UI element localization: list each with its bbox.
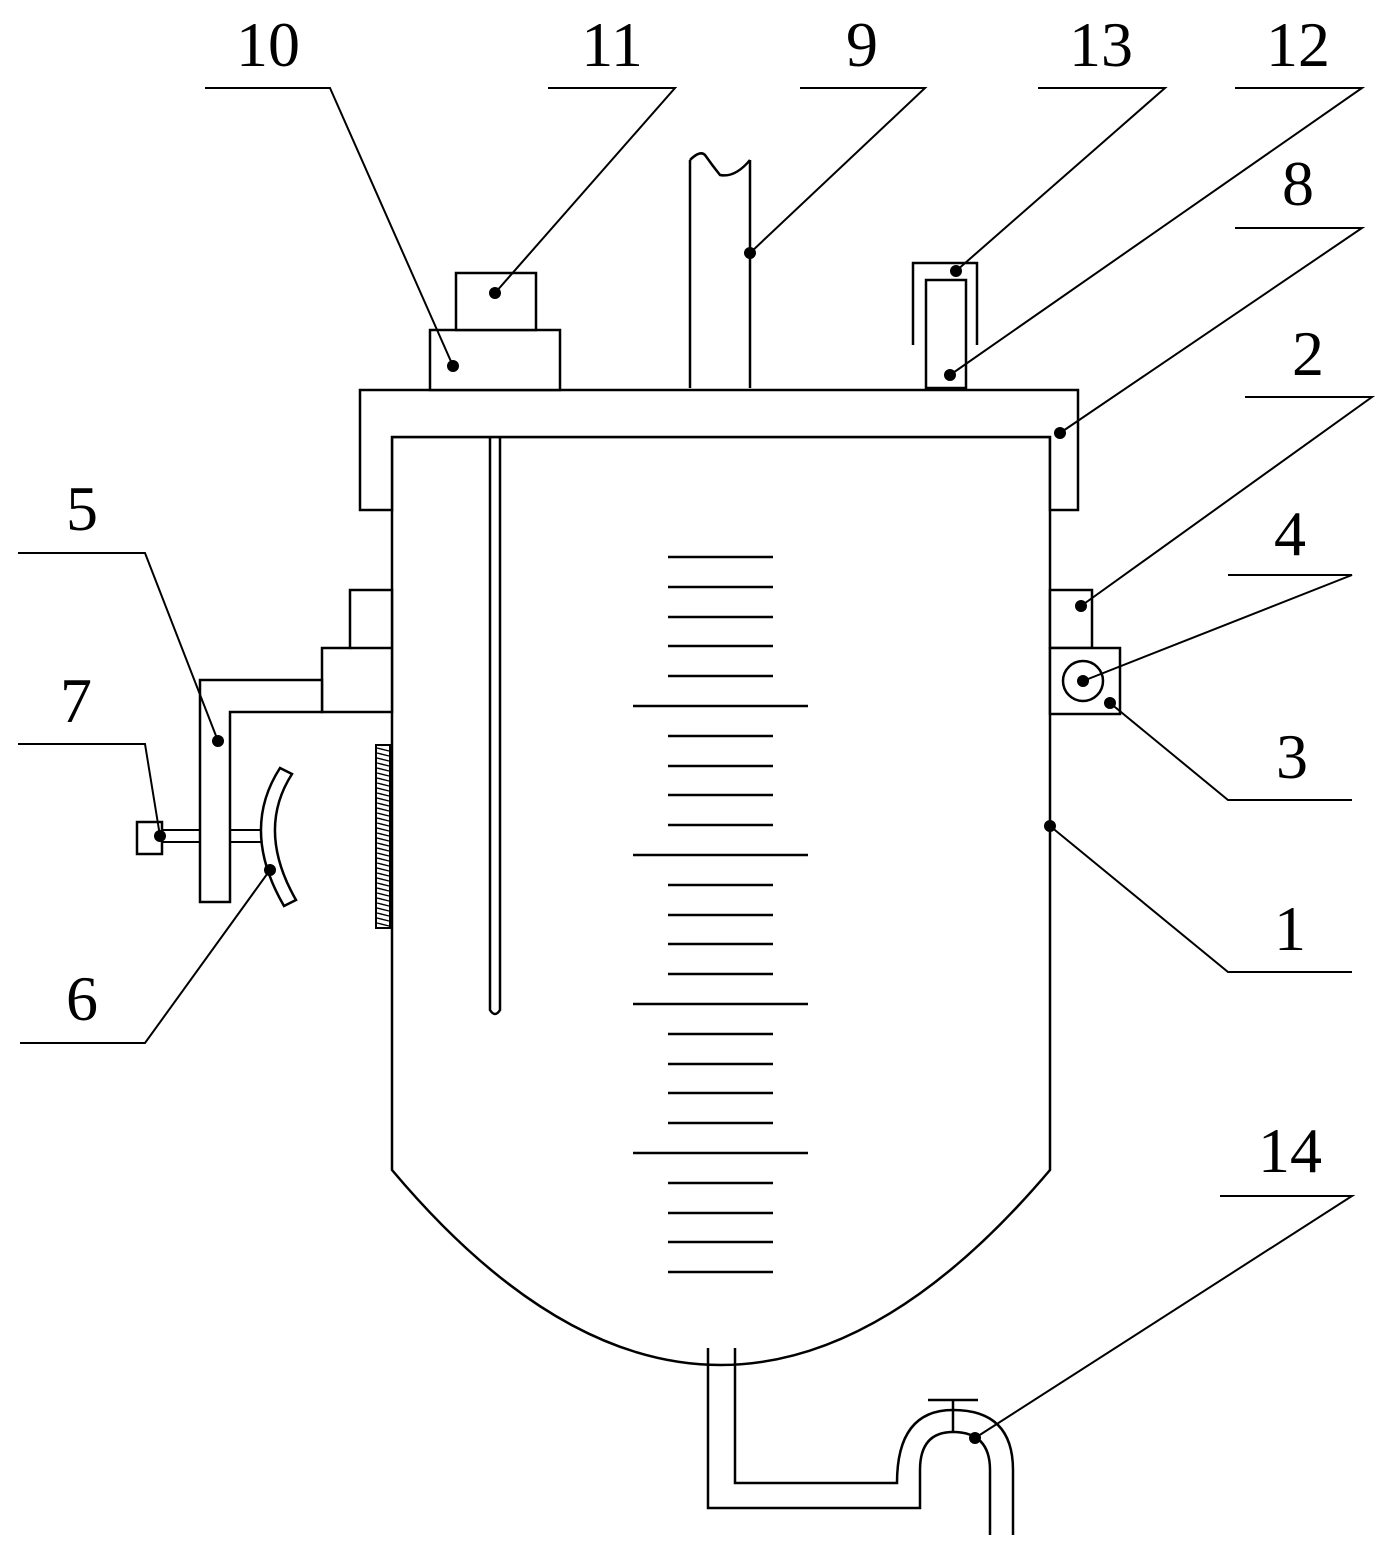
adjust-shaft: [160, 829, 262, 843]
strip-hatch-line: [376, 767, 390, 772]
strip-hatch-line: [376, 802, 390, 807]
strip-hatch-line: [376, 752, 390, 757]
strip-hatch-line: [376, 777, 390, 782]
motor-base: [428, 328, 562, 392]
strip-hatch-line: [376, 772, 390, 777]
strip-hatch-line: [376, 812, 390, 817]
strip-hatch-line: [376, 797, 390, 802]
strip-hatch-line: [376, 922, 390, 927]
drain-pipe: [706, 1348, 1015, 1535]
strip-hatch-line: [376, 877, 390, 882]
strip-hatch-line: [376, 887, 390, 892]
strip-hatch-line: [376, 862, 390, 867]
right-bracket-top: [1048, 588, 1094, 650]
left-arm: [198, 678, 324, 904]
strip-hatch-line: [376, 897, 390, 902]
callout-12: 12: [1266, 9, 1330, 80]
callout-2: 2: [1292, 318, 1324, 389]
callout-7: 7: [60, 665, 92, 736]
callout-5: 5: [66, 473, 98, 544]
leader-lines: [18, 87, 1376, 1439]
strip-hatch-line: [376, 872, 390, 877]
strip-hatch-line: [376, 857, 390, 862]
callout-1: 1: [1274, 893, 1306, 964]
strip-hatch-line: [376, 847, 390, 852]
strip-hatch-line: [376, 762, 390, 767]
rotary-knob: [1061, 659, 1105, 703]
strip-hatch-line: [376, 787, 390, 792]
callout-14: 14: [1258, 1115, 1322, 1186]
strip-hatch-line: [376, 917, 390, 922]
strip-hatch-line: [376, 817, 390, 822]
leader-dots: [154, 247, 1116, 1444]
strip-hatch-line: [376, 837, 390, 842]
callout-11: 11: [581, 9, 643, 80]
strip-hatch-line: [376, 892, 390, 897]
callout-9: 9: [846, 9, 878, 80]
drain-valve-handle: [928, 1398, 978, 1432]
stirring-rod: [488, 438, 502, 1016]
strip-hatch-line: [376, 902, 390, 907]
callout-10: 10: [236, 9, 300, 80]
callout-4: 4: [1274, 498, 1306, 569]
strip-hatch-line: [376, 867, 390, 872]
strip-hatch-line: [376, 807, 390, 812]
tank-body: [390, 435, 1052, 1367]
tank-lid: [358, 388, 1080, 512]
callout-13: 13: [1069, 9, 1133, 80]
vent-pipe: [924, 278, 968, 390]
strip-hatch-line: [376, 822, 390, 827]
strip-hatch-line: [376, 842, 390, 847]
strip-hatch-line: [376, 827, 390, 832]
sight-strip: [375, 744, 391, 929]
left-mount-blocks: [320, 588, 394, 714]
curved-clamp: [259, 766, 298, 908]
callout-labels: 10 11 9 13 12 8 2 4 3 1 5 7 6 14: [60, 9, 1330, 1186]
motor-top: [454, 271, 538, 332]
strip-hatch-line: [376, 782, 390, 787]
strip-hatch-line: [376, 832, 390, 837]
callout-8: 8: [1282, 148, 1314, 219]
strip-hatch-line: [376, 907, 390, 912]
strip-hatch-line: [376, 852, 390, 857]
volume-scale: [633, 555, 808, 1274]
strip-hatch-line: [376, 882, 390, 887]
strip-hatch-line: [376, 912, 390, 917]
strip-hatch-line: [376, 792, 390, 797]
strip-hatch-line: [376, 747, 390, 752]
strip-hatch-line: [376, 757, 390, 762]
callout-6: 6: [66, 963, 98, 1034]
callout-3: 3: [1276, 721, 1308, 792]
inlet-pipe: [688, 152, 752, 388]
vent-cap: [911, 261, 979, 345]
